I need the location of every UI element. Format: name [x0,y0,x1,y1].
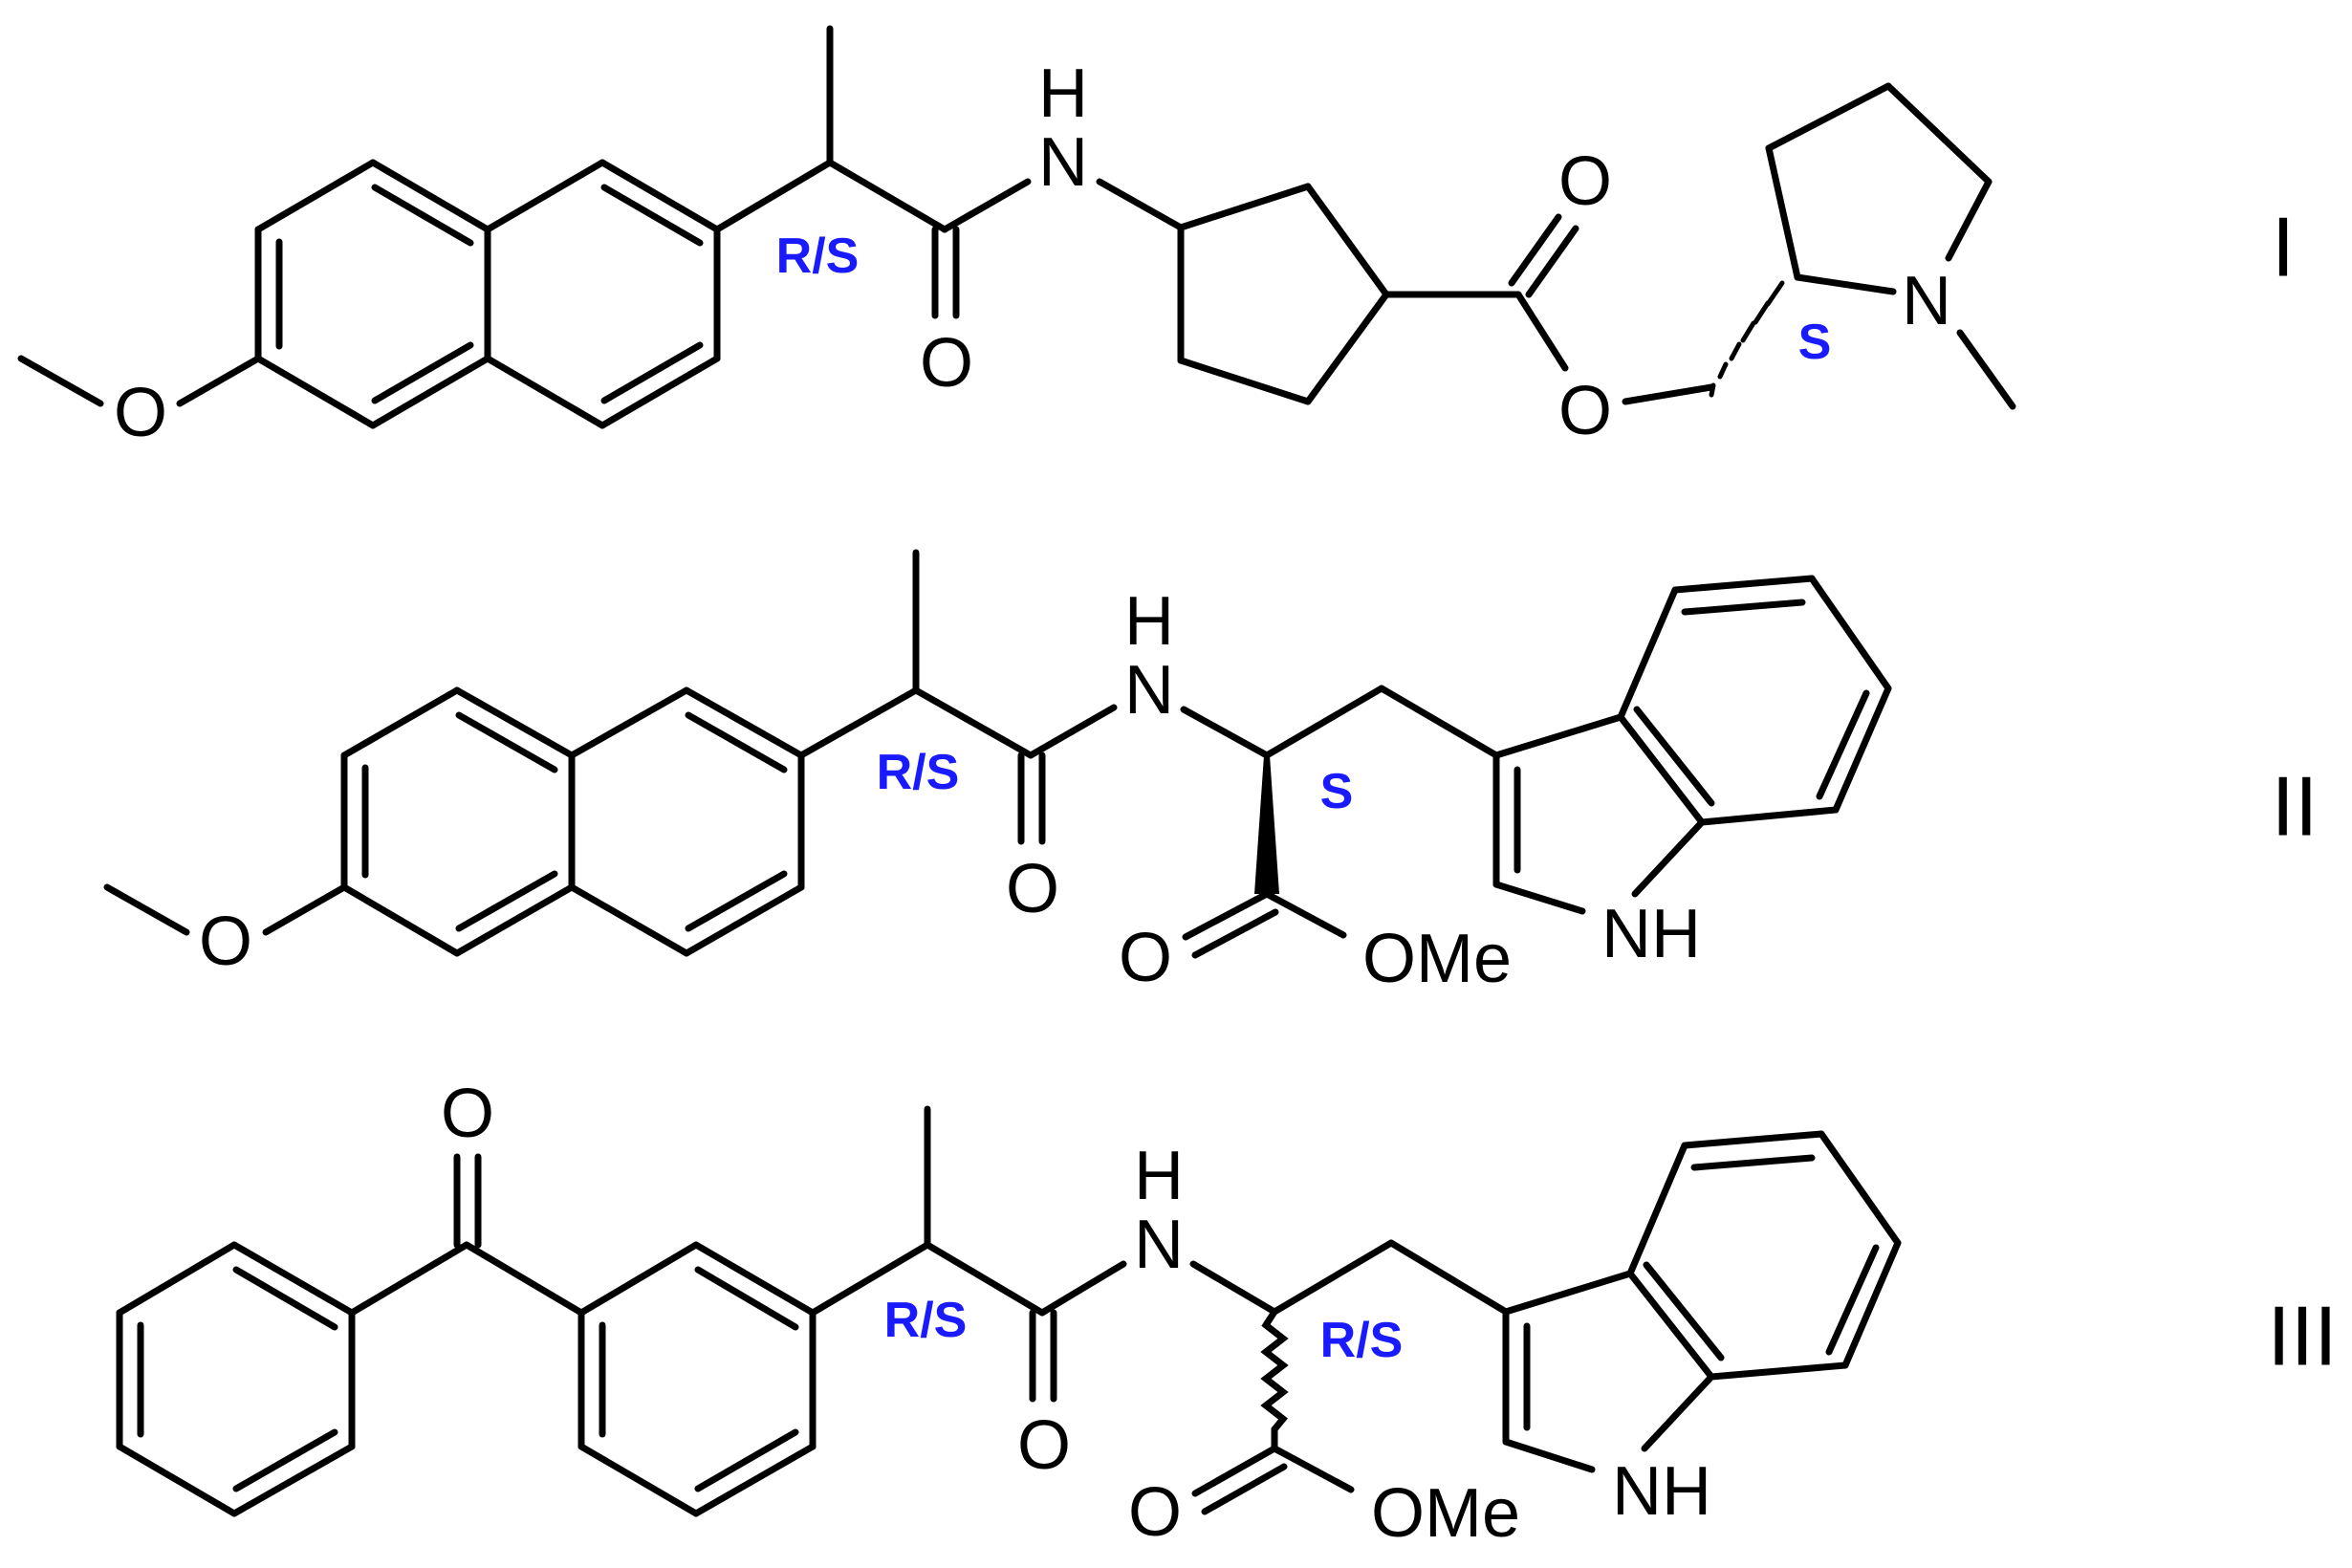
stereo-label-alpha: R/S [877,745,960,800]
compound-ii-bonds [103,549,1892,959]
stereo-label-trp: S [1320,764,1354,819]
stereo-label-trp: R/S [1320,1313,1404,1368]
compound-number-label: I [2272,200,2295,294]
compound-number-label: II [2272,759,2319,854]
stereo-label-alpha: R/S [884,1293,968,1348]
compound-iii-atom-labels: O H N O O OMe NH [441,1076,1711,1552]
atom-label-o: O [1017,1407,1071,1484]
atom-label-o: O [1128,1474,1182,1551]
compound-iii: O H N O O OMe NH R/S R/S III [116,1076,2338,1552]
atom-label-ome: OMe [1371,1475,1520,1552]
atom-label-nh: NH [1601,896,1701,972]
compound-iii-stereo-labels: R/S R/S [884,1293,1404,1368]
atom-label-h: H [1134,1138,1184,1214]
atom-label-o: O [114,375,167,451]
compound-i-bonds [17,25,2016,429]
compound-ii-stereo-labels: R/S S [877,745,1354,819]
atom-label-n: N [1902,263,1951,339]
compound-i-stereo-labels: R/S S [776,229,1832,370]
compound-i-hashed-wedge [1709,280,1785,398]
atom-label-n: N [1038,124,1088,201]
compound-ii-bold-wedge [1254,755,1279,894]
compound-number-label: III [2267,1289,2337,1383]
atom-label-h: H [1038,55,1088,132]
stereo-label-prolinol: S [1798,315,1832,370]
atom-label-o: O [920,325,973,402]
atom-label-n: N [1124,652,1174,729]
compound-ii-atom-labels: O H N O O OMe NH [196,583,1701,997]
atom-label-h: H [1124,583,1174,660]
compound-i-atom-labels: O H N O O O N [110,55,1951,451]
atom-label-n: N [1134,1207,1184,1283]
compound-ii: O H N O O OMe NH R/S S II [103,549,2319,997]
atom-label-o: O [1558,373,1612,449]
compound-i: O H N O O O N R/S S I [17,25,2295,451]
atom-label-o: O [441,1076,494,1152]
stereo-label-alpha: R/S [776,229,860,284]
atom-label-ome: OMe [1362,921,1512,997]
compound-iii-bonds [116,1105,1902,1517]
compound-iii-wavy-bond [1260,1308,1289,1452]
atom-label-o: O [1558,143,1612,220]
atom-label-o: O [199,904,252,980]
atom-label-o: O [1119,920,1172,996]
atom-label-nh: NH [1612,1453,1711,1530]
atom-label-o: O [1006,851,1059,927]
